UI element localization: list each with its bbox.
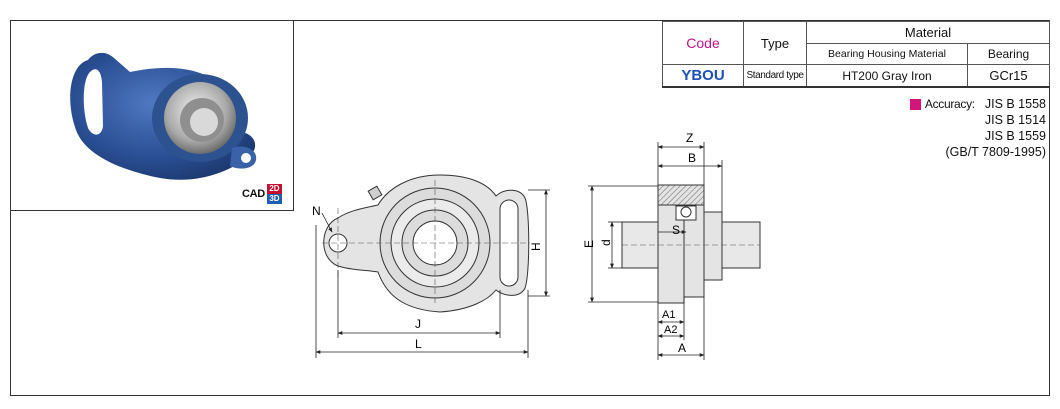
bearing-value: GCr15	[967, 64, 1050, 88]
side-dimensions	[588, 142, 723, 360]
accuracy-bullet-icon	[909, 98, 921, 110]
bearing-header: Bearing	[967, 43, 1050, 65]
product-photo	[70, 52, 257, 180]
accuracy-label: Accuracy:	[924, 97, 975, 111]
front-dimensions	[315, 189, 550, 358]
dim-n-label: N	[312, 204, 321, 218]
accuracy-standard: (GB/T 7809-1995)	[945, 145, 1046, 159]
code-header: Code	[662, 21, 744, 65]
accuracy-standard: JIS B 1559	[984, 129, 1046, 143]
cad-dimension-icon: 2D 3D	[266, 184, 282, 204]
type-header: Type	[743, 21, 807, 65]
accuracy-standard: JIS B 1558	[984, 97, 1046, 111]
dim-d-label: d	[599, 239, 613, 246]
cad-badge[interactable]: CAD 2D 3D	[242, 184, 282, 204]
dim-s-label: S	[672, 223, 680, 237]
dim-e-label: E	[582, 240, 596, 248]
housing-material-header: Bearing Housing Material	[806, 43, 968, 65]
product-photo-box	[10, 20, 294, 211]
front-view	[322, 174, 530, 313]
side-view	[621, 184, 761, 304]
dim-j-label: J	[415, 317, 421, 331]
accuracy-block: Accuracy: JIS B 1558 JIS B 1514 JIS B 15…	[909, 96, 1046, 160]
housing-material-value: HT200 Gray Iron	[806, 64, 968, 88]
content-frame	[10, 20, 1050, 396]
spec-table: Code Type Material Bearing Housing Mater…	[662, 21, 1050, 88]
dim-l-label: L	[415, 337, 422, 351]
dim-h-label: H	[529, 242, 543, 251]
dim-a2-label: A2	[664, 324, 677, 336]
dim-a1-label: A1	[662, 309, 675, 321]
dim-a-label: A	[678, 341, 686, 355]
cad-label: CAD	[242, 188, 265, 200]
accuracy-standard: JIS B 1514	[984, 113, 1046, 127]
dim-b-label: B	[688, 151, 696, 165]
dim-z-label: Z	[686, 131, 693, 145]
